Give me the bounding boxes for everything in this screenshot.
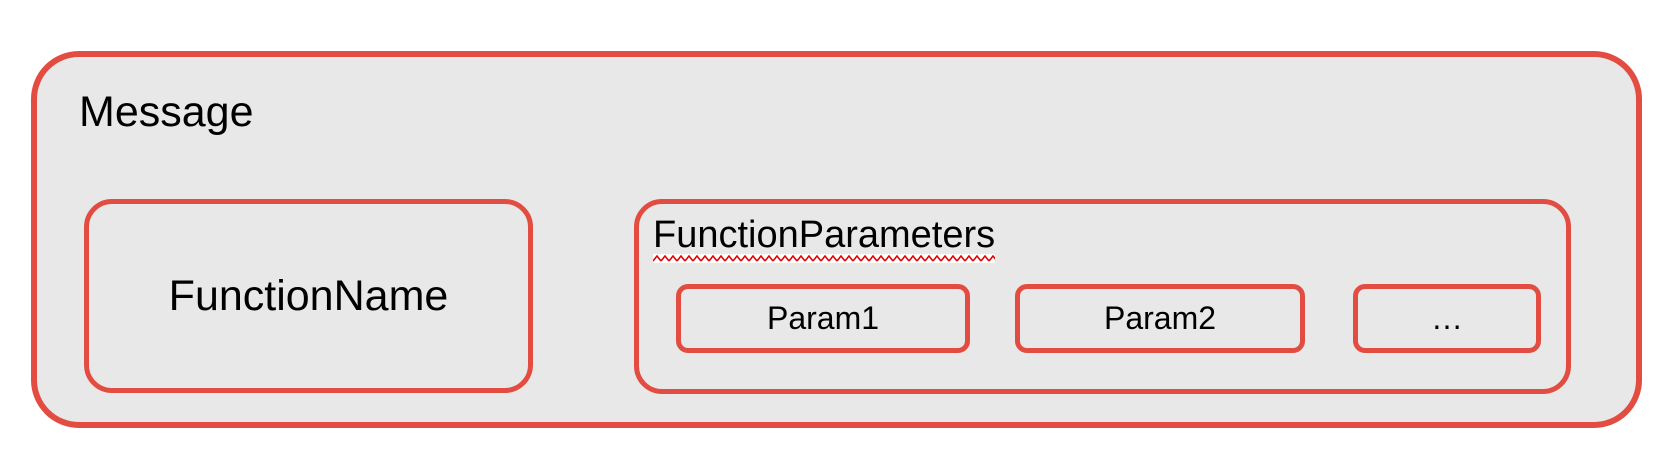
param2-node: Param2 [1015,284,1305,353]
message-label: Message [79,88,254,136]
message-node: Message FunctionName FunctionParameters [31,51,1642,428]
function-parameters-node: FunctionParameters Param1 Param2 [634,199,1571,394]
function-name-node: FunctionName [84,199,533,393]
param1-label: Param1 [766,300,880,336]
ellipsis-param-node: … [1353,284,1541,353]
param2-label: Param2 [1103,300,1217,336]
function-parameters-label: FunctionParameters [653,214,996,256]
param1-node: Param1 [676,284,970,353]
spellcheck-squiggle-icon [653,254,996,263]
ellipsis-param-label: … [1431,300,1463,336]
function-name-label: FunctionName [168,271,449,320]
function-parameters-label-wrap: FunctionParameters [653,214,996,263]
